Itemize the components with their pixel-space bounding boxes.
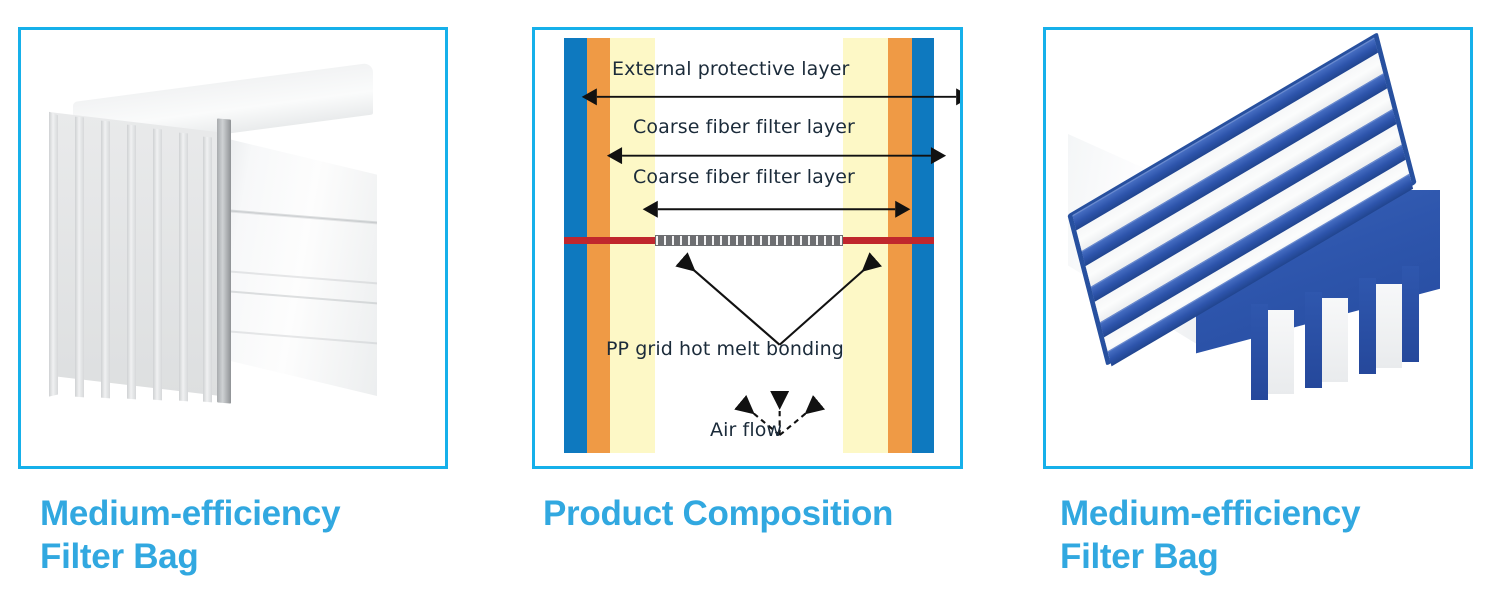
filter-pocket-fin <box>1251 304 1268 400</box>
pp-grid-strip <box>655 235 843 246</box>
product-composition-cross-section-diagram: External protective layer Coarse fiber f… <box>535 30 960 466</box>
product-image-panel-left[interactable] <box>18 27 448 469</box>
label-coarse-fiber-filter-layer-2: Coarse fiber filter layer <box>633 166 855 188</box>
filter-pocket-tooth <box>1268 310 1294 394</box>
pp-grid-texture <box>655 236 843 245</box>
layer-band-coarse-outer-left <box>587 38 610 453</box>
filter-pocket-tooth <box>1322 298 1348 382</box>
label-pp-grid-hot-melt-bonding: PP grid hot melt bonding <box>606 338 844 360</box>
filter-pocket-fin <box>1402 266 1419 362</box>
caption-left: Medium-efficiency Filter Bag <box>40 494 341 577</box>
diagram-arrows-layer <box>581 88 960 436</box>
product-image-panel-right[interactable] <box>1043 27 1473 469</box>
frame-bar <box>179 132 188 402</box>
layer-band-coarse-inner-left <box>610 38 655 453</box>
bag-side-surface <box>219 136 377 396</box>
air-flow-arrow-up-right <box>778 395 826 436</box>
frame-bar <box>127 124 136 400</box>
layer-band-coarse-inner-right <box>843 38 888 453</box>
pp-grid-leader-right <box>778 252 883 346</box>
frame-bar <box>49 112 58 398</box>
frame-bar <box>101 120 110 399</box>
white-pocket-bag-filter-photo <box>21 30 445 466</box>
label-coarse-fiber-filter-layer-1: Coarse fiber filter layer <box>633 116 855 138</box>
label-external-protective-layer: External protective layer <box>612 58 850 80</box>
blue-filter-illustration <box>1046 30 1470 466</box>
filter-pocket-fin <box>1305 292 1322 388</box>
frame-right-edge <box>217 118 231 404</box>
layer-band-coarse-outer-right <box>888 38 912 453</box>
filter-pocket-fin <box>1359 278 1376 374</box>
layer-band-external-protective-left <box>564 38 587 453</box>
diagram-canvas: External protective layer Coarse fiber f… <box>564 38 960 453</box>
caption-middle: Product Composition <box>543 494 894 533</box>
filter-bag-illustration <box>21 30 445 466</box>
air-flow-arrow-up-left <box>734 395 781 436</box>
pp-grid-leader-left <box>675 252 781 346</box>
frame-bar <box>203 136 212 403</box>
blue-frame-pocket-filter-photo <box>1046 30 1470 466</box>
caption-right: Medium-efficiency Filter Bag <box>1060 494 1361 577</box>
product-composition-panel[interactable]: External protective layer Coarse fiber f… <box>532 27 963 469</box>
layer-band-external-protective-right <box>912 38 934 453</box>
frame-bar <box>153 128 162 401</box>
label-air-flow: Air flow <box>710 419 783 441</box>
frame-bar <box>75 116 84 398</box>
filter-pocket-tooth <box>1376 284 1402 368</box>
